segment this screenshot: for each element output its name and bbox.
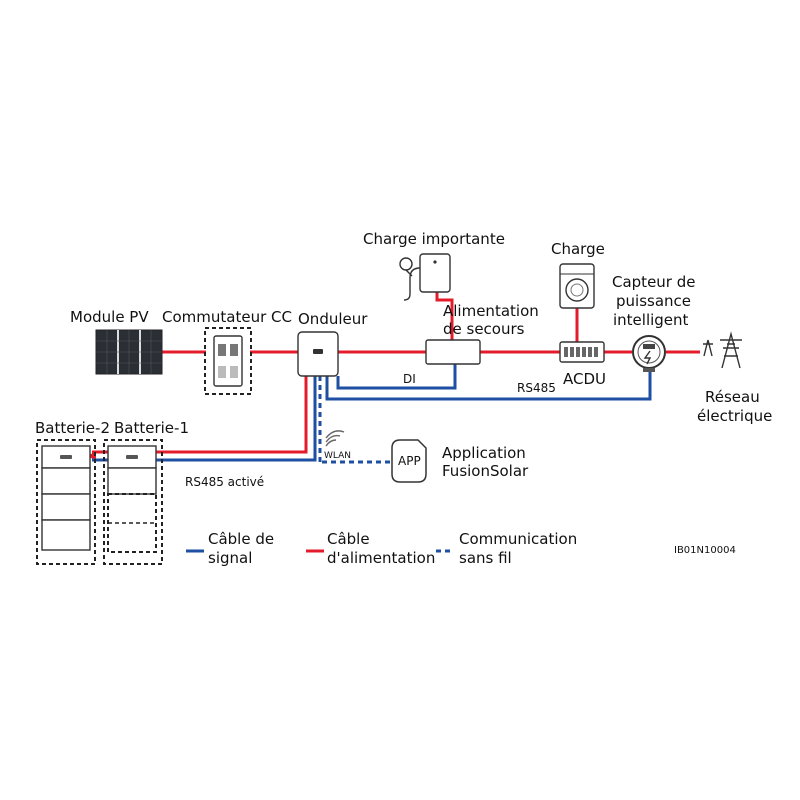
legend-signal-line1: Câble de bbox=[208, 530, 274, 548]
legend-power-line2: d'alimentation bbox=[327, 549, 435, 567]
meter-label-line2: puissance bbox=[616, 292, 691, 310]
dc-switch-icon bbox=[213, 335, 243, 387]
grid-tower-icon bbox=[703, 331, 742, 369]
water-heater-icon bbox=[399, 253, 451, 301]
signal-cables bbox=[92, 364, 652, 464]
backup-box-icon bbox=[425, 339, 481, 365]
di-label: DI bbox=[403, 372, 416, 386]
pv-module-label: Module PV bbox=[70, 308, 149, 326]
rs485-label: RS485 bbox=[517, 381, 556, 395]
acdu-label: ACDU bbox=[563, 370, 606, 388]
app-badge-text: APP bbox=[398, 454, 421, 468]
load-label: Charge bbox=[551, 240, 605, 258]
legend-signal-line2: signal bbox=[208, 549, 252, 567]
signal-cable-inverter-battery bbox=[92, 376, 317, 462]
app-icon: APP bbox=[391, 439, 427, 483]
legend: Câble de signal Câble d'alimentation Com… bbox=[186, 530, 577, 567]
dc-switch-frame bbox=[204, 327, 252, 395]
battery1-frame bbox=[103, 439, 163, 565]
legend-wireless-line2: sans fil bbox=[459, 549, 512, 567]
signal-cable-di bbox=[336, 364, 457, 390]
wifi-icon bbox=[325, 430, 345, 447]
acdu-icon bbox=[559, 341, 605, 363]
battery-icon bbox=[41, 445, 91, 551]
inverter-label: Onduleur bbox=[298, 310, 368, 328]
backup-label-line2: de secours bbox=[443, 320, 525, 338]
app-label-line1: Application bbox=[442, 444, 526, 462]
power-cable-backup-important-load bbox=[435, 290, 454, 340]
inverter-icon bbox=[297, 331, 339, 377]
wlan-label: WLAN bbox=[324, 451, 351, 461]
dc-switch-label: Commutateur CC bbox=[162, 308, 292, 326]
meter-label-line1: Capteur de bbox=[612, 273, 696, 291]
battery2-label: Batterie-2 bbox=[35, 419, 110, 437]
pv-module-icon bbox=[95, 329, 163, 375]
power-cables bbox=[88, 290, 700, 461]
important-load-label: Charge importante bbox=[363, 230, 505, 248]
meter-label-line3: intelligent bbox=[613, 311, 689, 329]
figure-code: IB01N10004 bbox=[674, 545, 736, 556]
battery1-label: Batterie-1 bbox=[114, 419, 189, 437]
battery-icon bbox=[107, 445, 157, 495]
grid-label-line1: Réseau bbox=[705, 388, 760, 406]
smart-meter-icon bbox=[632, 335, 666, 372]
washing-machine-icon bbox=[559, 263, 595, 309]
rs485-enabled-label: RS485 activé bbox=[185, 475, 264, 489]
grid-label-line2: électrique bbox=[697, 407, 772, 425]
battery2-frame bbox=[36, 439, 96, 565]
backup-label-line1: Alimentation bbox=[443, 302, 539, 320]
power-cable-inverter-battery bbox=[92, 376, 308, 454]
legend-power-line1: Câble bbox=[327, 530, 370, 548]
legend-wireless-line1: Communication bbox=[459, 530, 577, 548]
app-label-line2: FusionSolar bbox=[442, 462, 529, 480]
signal-cable-rs485-meter bbox=[325, 368, 652, 401]
